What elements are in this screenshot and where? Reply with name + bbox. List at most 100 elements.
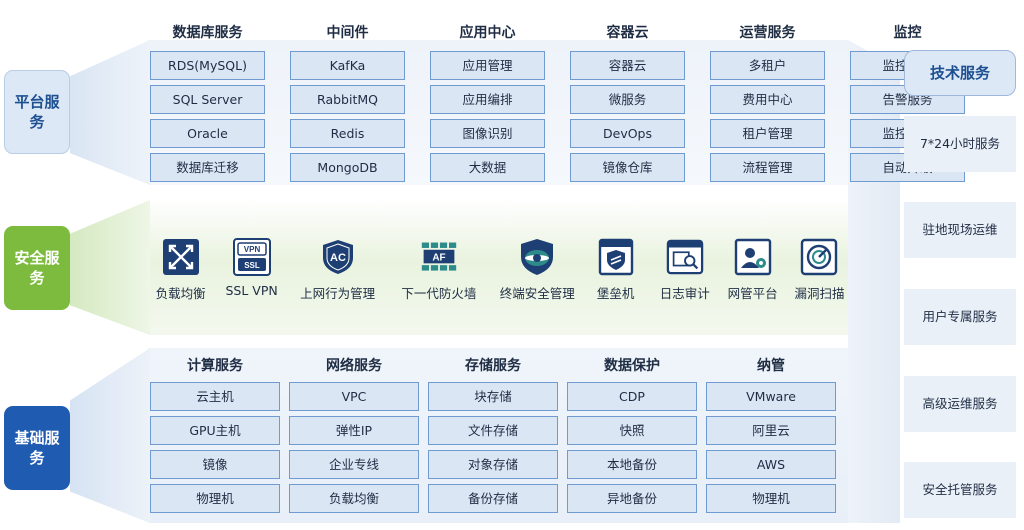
security-item-label: 负载均衡 xyxy=(155,286,206,301)
security-item-label: 上网行为管理 xyxy=(300,286,376,301)
security-item-label: 网管平台 xyxy=(727,286,778,301)
endpoint-security-icon xyxy=(518,238,556,276)
basic-column: 数据保护 CDP 快照本地备份异地备份 xyxy=(567,355,697,513)
basic-service-cell: 本地备份 xyxy=(567,450,697,479)
basic-service-cell: 备份存储 xyxy=(428,484,558,513)
security-item-label: 终端安全管理 xyxy=(499,286,575,301)
platform-service-cell: 微服务 xyxy=(570,85,685,114)
platform-column: 运营服务多租户费用中心租户管理流程管理 xyxy=(710,20,825,182)
basic-service-cell: CDP xyxy=(567,382,697,411)
platform-service-cell: SQL Server xyxy=(150,85,265,114)
security-item: AF 下一代防火墙 xyxy=(391,238,486,302)
platform-service-cell: 费用中心 xyxy=(710,85,825,114)
ac-shield-icon: AC xyxy=(319,238,357,276)
security-item: 负载均衡 xyxy=(152,238,209,302)
security-item: 终端安全管理 xyxy=(491,238,584,302)
platform-service-cell: MongoDB xyxy=(290,153,405,182)
basic-column: 存储服务块存储文件存储对象存储备份存储 xyxy=(428,355,558,513)
security-services-label: 安全服务 xyxy=(4,226,70,310)
basic-service-cell: 文件存储 xyxy=(428,416,558,445)
basic-service-cell: 块存储 xyxy=(428,382,558,411)
platform-service-cell: 应用管理 xyxy=(430,51,545,80)
basic-services-label: 基础服务 xyxy=(4,406,70,490)
basic-service-cell: VMware xyxy=(706,382,836,411)
basic-connector xyxy=(70,348,150,523)
basic-service-cell: 镜像 xyxy=(150,450,280,479)
basic-service-cell: 弹性IP xyxy=(289,416,419,445)
ssl-badge-text: SSL xyxy=(244,261,260,270)
basic-service-cell: VPC xyxy=(289,382,419,411)
security-item: 堡垒机 xyxy=(588,238,643,302)
platform-service-cell: 租户管理 xyxy=(710,119,825,148)
security-item: AC 上网行为管理 xyxy=(288,238,387,302)
basic-service-cell: 企业专线 xyxy=(289,450,419,479)
load-balancer-icon xyxy=(162,238,200,276)
platform-service-cell: 应用编排 xyxy=(430,85,545,114)
security-item: 网管平台 xyxy=(720,238,785,302)
tech-service-item: 驻地现场运维 xyxy=(904,202,1016,258)
security-item: 漏洞扫描 xyxy=(789,238,850,302)
ac-badge-text: AC xyxy=(330,252,346,264)
basic-column: 网络服务 VPC 弹性IP 企业专线负载均衡 xyxy=(289,355,419,513)
platform-service-cell: KafKa xyxy=(290,51,405,80)
platform-service-cell: 镜像仓库 xyxy=(570,153,685,182)
basic-service-cell: 物理机 xyxy=(706,484,836,513)
basic-service-cell: 云主机 xyxy=(150,382,280,411)
platform-service-cell: 图像识别 xyxy=(430,119,545,148)
platform-column-title: 数据库服务 xyxy=(172,25,243,41)
platform-service-cell: Redis xyxy=(290,119,405,148)
vpn-badge-text: VPN xyxy=(243,245,260,254)
basic-service-cell: 异地备份 xyxy=(567,484,697,513)
platform-column-title: 监控 xyxy=(893,25,922,41)
platform-services-label: 平台服务 xyxy=(4,70,70,154)
security-item-label: 漏洞扫描 xyxy=(794,286,845,301)
basic-column-title: 数据保护 xyxy=(604,358,660,374)
platform-service-cell: 容器云 xyxy=(570,51,685,80)
network-management-icon xyxy=(734,238,772,276)
platform-service-cell: 多租户 xyxy=(710,51,825,80)
platform-service-cell: RDS(MySQL) xyxy=(150,51,265,80)
platform-connector xyxy=(70,40,150,185)
platform-column: 应用中心应用管理应用编排图像识别大数据 xyxy=(430,20,545,182)
basic-column-title: 网络服务 xyxy=(326,358,382,374)
platform-column-title: 应用中心 xyxy=(459,25,516,41)
platform-column-title: 中间件 xyxy=(326,25,369,41)
security-item: VPN SSL SSL VPN xyxy=(219,238,284,302)
security-connector xyxy=(70,200,150,335)
basic-service-cell: 负载均衡 xyxy=(289,484,419,513)
tech-service-item: 用户专属服务 xyxy=(904,289,1016,345)
platform-column-title: 运营服务 xyxy=(739,25,796,41)
security-services-row: 负载均衡 VPN SSL SSL VPN AC 上网行为管理 AF 下一代防火墙 xyxy=(150,238,850,302)
platform-service-cell: RabbitMQ xyxy=(290,85,405,114)
tech-service-item: 7*24小时服务 xyxy=(904,116,1016,172)
basic-service-cell: GPU主机 xyxy=(150,416,280,445)
platform-service-cell: Oracle xyxy=(150,119,265,148)
security-item-label: 下一代防火墙 xyxy=(401,286,477,301)
basic-service-cell: AWS xyxy=(706,450,836,479)
platform-service-cell: 数据库迁移 xyxy=(150,153,265,182)
basic-service-cell: 快照 xyxy=(567,416,697,445)
security-item-label: 堡垒机 xyxy=(596,286,635,301)
security-item: 日志审计 xyxy=(653,238,716,302)
firewall-icon: AF xyxy=(420,238,458,276)
tech-service-item: 安全托管服务 xyxy=(904,462,1016,518)
log-audit-icon xyxy=(666,238,704,276)
af-badge-text: AF xyxy=(432,253,445,264)
bastion-host-icon xyxy=(597,238,635,276)
basic-column-title: 存储服务 xyxy=(465,358,521,374)
basic-service-cell: 对象存储 xyxy=(428,450,558,479)
tech-services-title: 技术服务 xyxy=(904,50,1016,96)
ssl-vpn-icon: VPN SSL xyxy=(232,238,271,276)
platform-service-cell: DevOps xyxy=(570,119,685,148)
platform-service-cell: 大数据 xyxy=(430,153,545,182)
vulnerability-scan-icon xyxy=(800,238,838,276)
security-item-label: SSL VPN xyxy=(225,283,278,298)
basic-column-title: 计算服务 xyxy=(187,358,243,374)
